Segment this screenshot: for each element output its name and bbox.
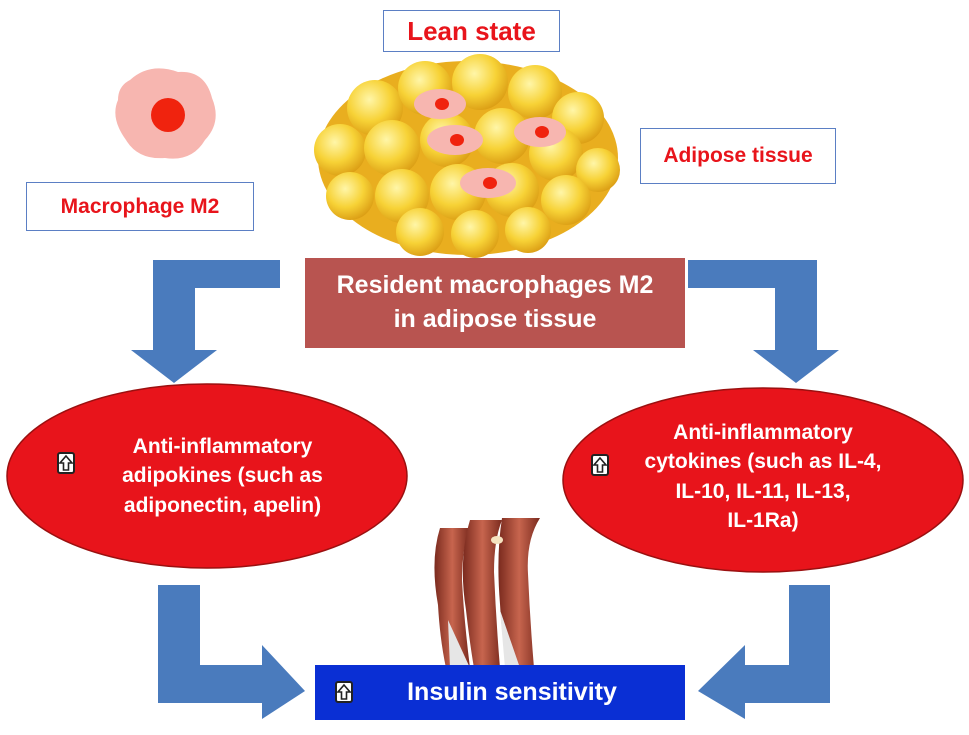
left-ellipse-line-3: adiponectin, apelin) [123, 493, 322, 517]
up-arrow-icon [591, 454, 609, 476]
arrow-left-to-insulin [158, 585, 305, 719]
adipose-tissue-cluster [314, 54, 620, 258]
arrow-to-left-ellipse [131, 260, 280, 383]
resident-macrophages-box: Resident macrophages M2 in adipose tissu… [305, 258, 685, 348]
up-arrow-icon [57, 452, 75, 474]
right-ellipse-line-2: cytokines (such as IL-4, [644, 450, 882, 474]
arrow-to-right-ellipse [688, 260, 839, 383]
resident-line-2: in adipose tissue [393, 305, 597, 333]
macrophage-m2-label: Macrophage M2 [26, 182, 254, 231]
insulin-sensitivity-box: Insulin sensitivity [315, 665, 685, 720]
insulin-sensitivity-label: Insulin sensitivity [407, 678, 617, 706]
muscle-illustration [434, 518, 540, 668]
left-ellipse-line-2: adipokines (such as [122, 464, 323, 488]
left-ellipse-text: Anti-inflammatory adipokines (such as ad… [80, 432, 365, 520]
right-ellipse-shape [562, 387, 964, 573]
resident-line-1: Resident macrophages M2 [336, 271, 654, 300]
flow-arrows-top [131, 260, 839, 383]
right-ellipse-line-1: Anti-inflammatory [673, 421, 853, 444]
right-ellipse-line-3: IL-10, IL-11, IL-13, [675, 479, 851, 503]
adipose-tissue-label: Adipose tissue [640, 128, 836, 184]
arrow-right-to-insulin [698, 585, 830, 719]
resident-macrophage-markers [414, 89, 566, 198]
up-arrow-icon [335, 681, 353, 703]
right-ellipse-text: Anti-inflammatory cytokines (such as IL-… [598, 418, 928, 536]
macrophage-cell-icon [115, 68, 216, 159]
right-ellipse-line-4: IL-1Ra) [727, 509, 799, 533]
left-ellipse-shape [6, 383, 408, 569]
lean-state-label: Lean state [383, 10, 560, 52]
left-ellipse-line-1: Anti-inflammatory [132, 435, 313, 458]
flow-arrows-bottom [158, 585, 830, 719]
